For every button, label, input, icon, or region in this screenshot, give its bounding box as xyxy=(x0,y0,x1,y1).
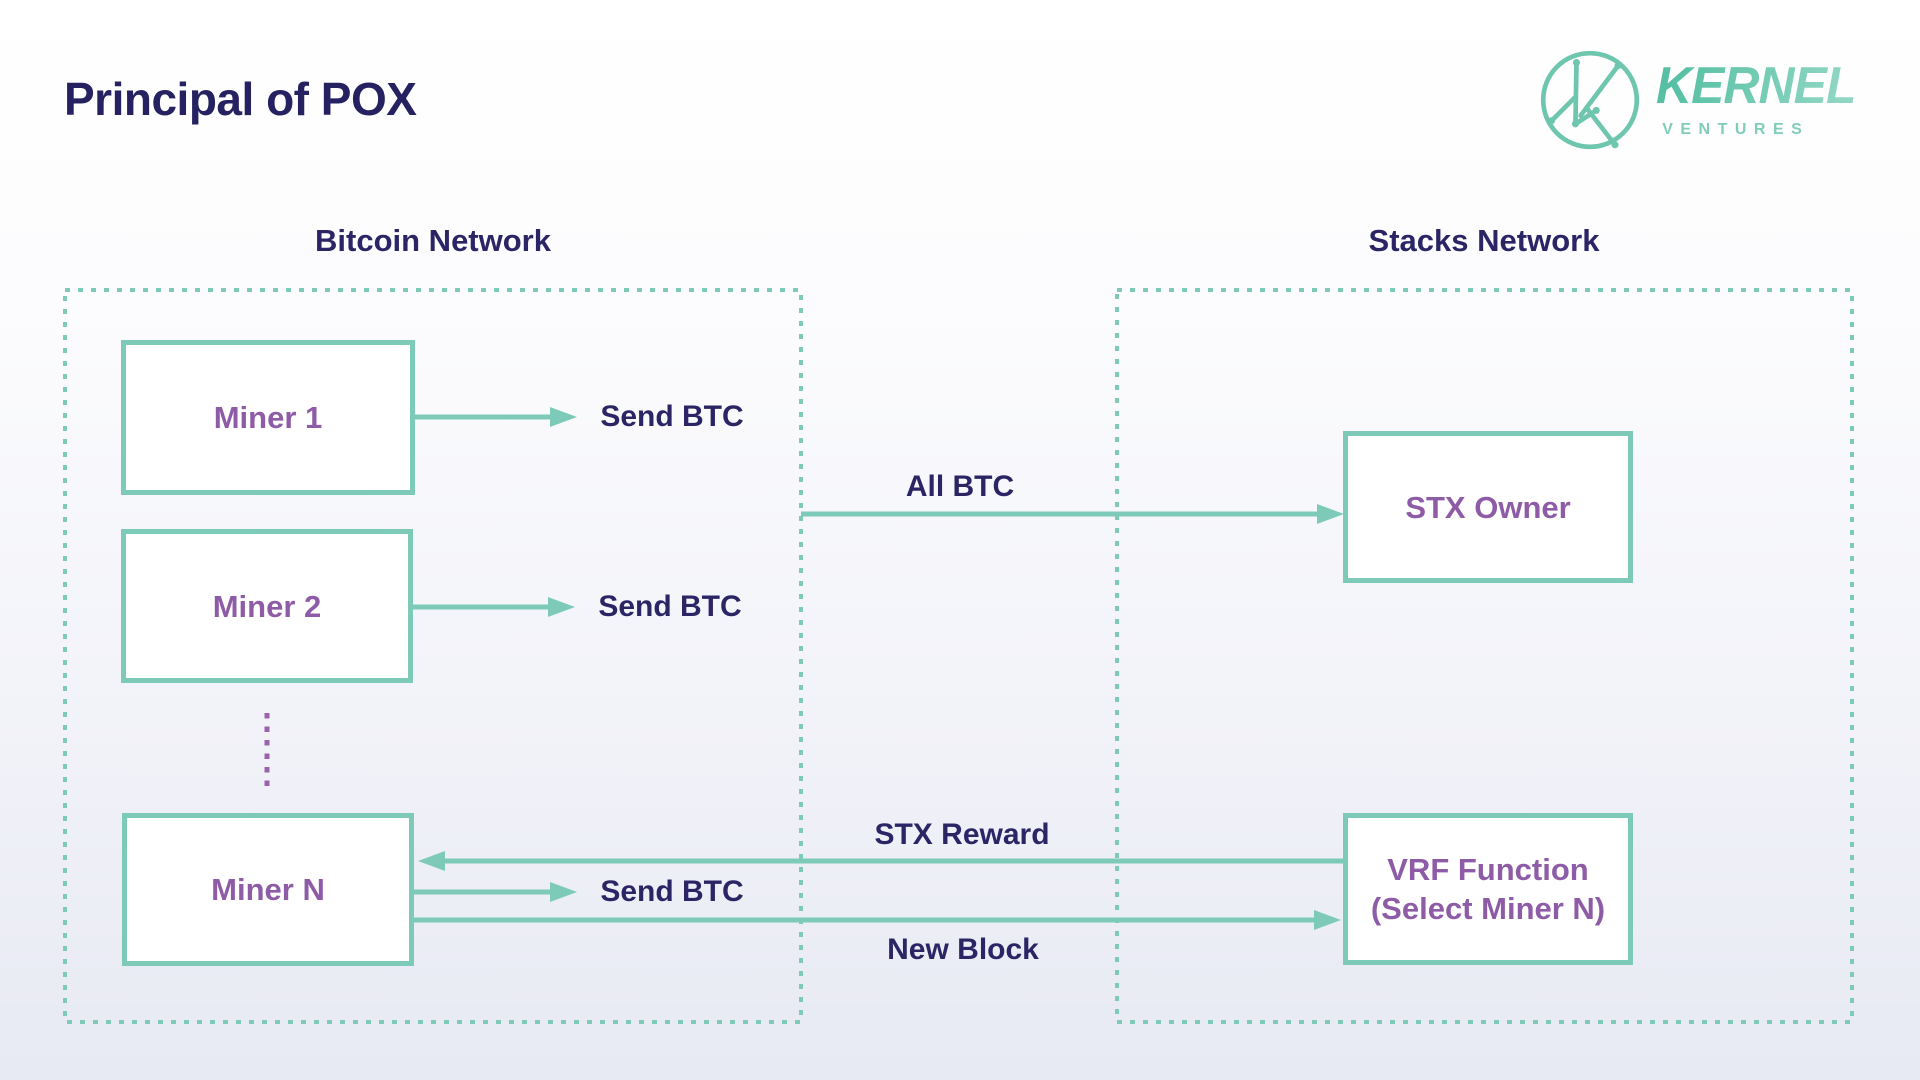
miner-n-box: Miner N xyxy=(122,813,414,966)
kernel-logo: KERNEL VENTURES xyxy=(1538,48,1864,152)
arrowhead-right-icon xyxy=(550,407,577,427)
stx-owner-label: STX Owner xyxy=(1405,489,1571,525)
arrowhead-right-icon xyxy=(1317,504,1344,524)
stacks-network-label: Stacks Network xyxy=(1368,223,1600,258)
edge-send-btc-n xyxy=(414,882,577,902)
kernel-ventures-subtitle: VENTURES xyxy=(1662,121,1810,138)
arrowhead-left-icon xyxy=(418,851,445,871)
bitcoin-network-label: Bitcoin Network xyxy=(315,223,551,258)
send-btc-n-label: Send BTC xyxy=(600,875,744,908)
edge-send-btc-2 xyxy=(413,597,575,617)
kernel-brand-text: KERNEL xyxy=(1656,57,1856,115)
edge-stx-reward xyxy=(418,851,1343,871)
arrowhead-right-icon xyxy=(1314,910,1341,930)
vrf-function-label-line2: (Select Miner N) xyxy=(1370,891,1606,926)
bitcoin-network-boundary xyxy=(63,288,803,1024)
arrowhead-right-icon xyxy=(548,597,575,617)
page-title: Principal of POX xyxy=(64,73,417,125)
arrowhead-right-icon xyxy=(550,882,577,902)
miner-2-label: Miner 2 xyxy=(212,588,322,624)
stx-owner-box: STX Owner xyxy=(1343,431,1633,583)
vrf-function-label-line1: VRF Function xyxy=(1387,852,1589,887)
edge-send-btc-1 xyxy=(415,407,577,427)
miner-n-label: Miner N xyxy=(211,872,325,907)
vrf-function-box: VRF Function (Select Miner N) xyxy=(1343,813,1633,965)
miner-2-box: Miner 2 xyxy=(121,529,413,683)
send-btc-2-label: Send BTC xyxy=(598,590,742,623)
all-btc-label: All BTC xyxy=(905,470,1015,503)
stx-reward-label: STX Reward xyxy=(874,818,1050,851)
send-btc-1-label: Send BTC xyxy=(600,400,744,433)
edge-all-btc xyxy=(801,504,1344,524)
kernel-logo-text: KERNEL VENTURES xyxy=(1656,60,1864,139)
edge-new-block xyxy=(414,910,1341,930)
stacks-network-boundary xyxy=(1115,288,1854,1024)
miner-1-label: Miner 1 xyxy=(213,400,323,435)
miner-1-box: Miner 1 xyxy=(121,340,415,495)
new-block-label: New Block xyxy=(887,933,1039,966)
kernel-logo-mark-icon xyxy=(1541,50,1640,150)
